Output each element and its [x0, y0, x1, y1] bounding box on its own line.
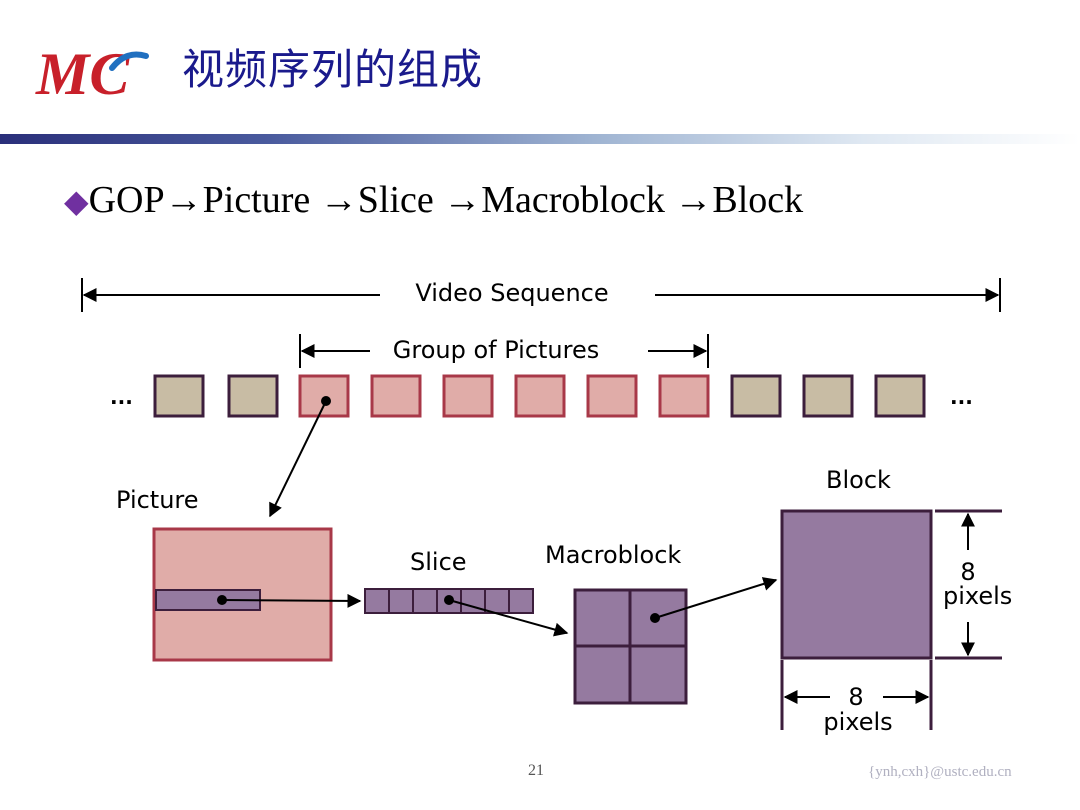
height-unit: pixels — [943, 582, 1012, 610]
logo-text: MC — [35, 41, 130, 107]
gop-frame — [298, 374, 350, 418]
block-pointer-arrow — [654, 577, 778, 619]
sequence-frame — [730, 374, 782, 418]
video-sequence-label: Video Sequence — [415, 279, 608, 307]
mc-logo: MC — [35, 41, 149, 107]
width-value: 8 — [848, 683, 863, 711]
gop-frame — [586, 374, 638, 418]
gop-frame — [442, 374, 494, 418]
bullet-text: GOP→Picture →Slice →Macroblock →Block — [88, 179, 804, 221]
footer-email: {ynh,cxh}@ustc.edu.cn — [868, 764, 1012, 780]
title-divider — [0, 134, 1080, 144]
sequence-frame — [153, 374, 205, 418]
bullet-item: ◆GOP→Picture →Slice →Macroblock →Block — [64, 178, 803, 222]
macroblock-pointer-arrow — [448, 599, 569, 637]
macroblock-label: Macroblock — [545, 541, 681, 569]
sequence-frame — [227, 374, 279, 418]
macroblock — [573, 588, 688, 705]
gop-label: Group of Pictures — [393, 336, 600, 364]
slice-cell — [412, 588, 438, 614]
slice-pointer-arrow — [221, 593, 362, 608]
gop-frame — [658, 374, 710, 418]
slice-cell — [484, 588, 510, 614]
diamond-bullet-icon: ◆ — [64, 183, 89, 219]
picture-label: Picture — [116, 486, 199, 514]
gop-span: Group of Pictures — [299, 334, 709, 368]
slide-title: 视频序列的组成 — [182, 45, 484, 94]
slice-cell — [508, 588, 534, 614]
ellipsis-left: ... — [110, 385, 133, 409]
block-height-dimension: 8 pixels — [935, 509, 1012, 660]
width-unit: pixels — [823, 708, 892, 736]
block — [780, 509, 933, 660]
sequence-frame — [874, 374, 926, 418]
block-label: Block — [826, 466, 891, 494]
page-number: 21 — [528, 762, 544, 779]
slice-strip — [364, 588, 534, 614]
frame-row — [153, 374, 926, 418]
slice-cell — [388, 588, 414, 614]
video-sequence-span: Video Sequence — [81, 278, 1001, 312]
gop-frame — [514, 374, 566, 418]
sequence-frame — [802, 374, 854, 418]
slice-label: Slice — [410, 548, 467, 576]
picture-pointer-arrow — [269, 400, 327, 518]
block-width-dimension: 8 pixels — [780, 660, 933, 736]
ellipsis-right: ... — [950, 385, 973, 409]
logo-swoosh — [109, 51, 149, 71]
slice-cell — [364, 588, 390, 614]
height-value: 8 — [960, 558, 975, 586]
gop-frame — [370, 374, 422, 418]
